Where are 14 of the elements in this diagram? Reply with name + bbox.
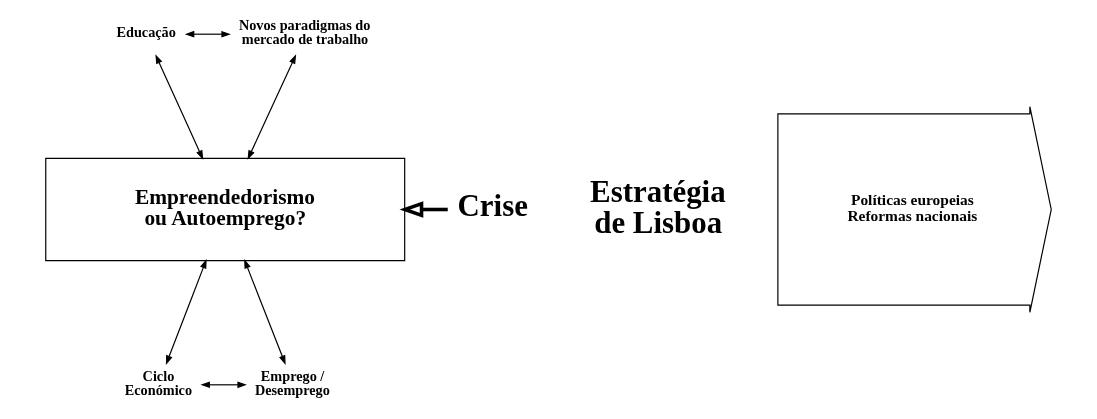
arrow [200, 381, 247, 389]
node-text: Novos paradigmas do mercado de trabalho [238, 17, 371, 48]
arrow [155, 54, 204, 160]
node-box: Empreendedorismo ou Autoemprego? [45, 157, 406, 262]
arrow [399, 201, 448, 218]
node-text: Emprego / Desemprego [254, 367, 330, 399]
node-text: Ciclo Económico [124, 367, 193, 399]
arrow [184, 30, 231, 38]
arrow [244, 259, 286, 365]
node-text: Crise [457, 187, 528, 223]
node-text: Estratégia de Lisboa [590, 174, 726, 241]
node-text: Educação [116, 23, 176, 40]
arrow [165, 259, 207, 365]
arrow [247, 54, 297, 160]
